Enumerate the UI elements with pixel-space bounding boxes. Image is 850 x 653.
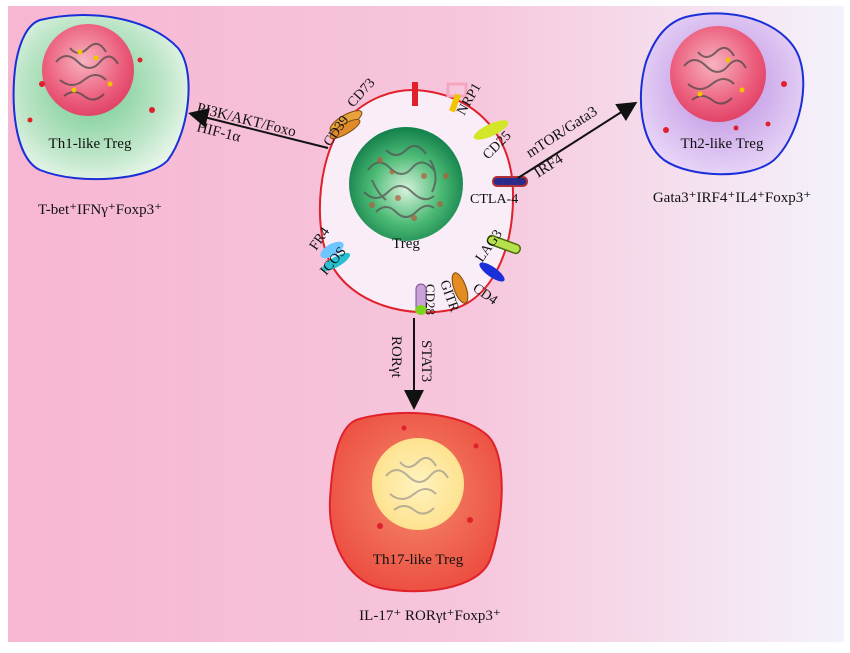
treg-nucleus [349, 127, 463, 241]
arrow-to-th2 [517, 101, 638, 179]
th17-nucleus [372, 438, 464, 530]
ctla4-label: CTLA-4 [470, 192, 518, 207]
th1-nucleus [42, 24, 134, 116]
th2-cell-label: Th2-like Treg [681, 136, 764, 152]
th17-cell-label: Th17-like Treg [373, 552, 464, 568]
th2-nucleus [670, 26, 766, 122]
th2-like-treg-cell: Th2-like Treg [639, 12, 805, 176]
cd4-receptor-icon [479, 262, 505, 282]
th1-phenotype: T-bet⁺IFNγ⁺Foxp3⁺ [38, 202, 162, 218]
pathway-th17-line1: STAT3 [418, 340, 434, 382]
th17-phenotype: IL-17⁺ RORγt⁺Foxp3⁺ [359, 608, 501, 624]
tcr-receptor-icon [412, 82, 418, 106]
th17-like-treg-cell: Th17-like Treg [328, 411, 503, 593]
lag3-receptor-icon [486, 234, 521, 255]
th1-like-treg-cell: Th1-like Treg [12, 14, 190, 181]
gitr-receptor-icon [451, 272, 469, 304]
pathway-th17-line2: RORγt [388, 336, 404, 378]
nrp1-receptor-icon [446, 82, 468, 113]
icos-receptor-icon [321, 252, 351, 272]
cd25-receptor-icon [473, 120, 509, 140]
chromatin-texture [363, 144, 437, 218]
th2-phenotype: Gata3⁺IRF4⁺IL4⁺Foxp3⁺ [653, 190, 811, 206]
treg-label: Treg [392, 236, 420, 252]
cd39-receptor-icon [329, 118, 361, 140]
ctla4-receptor-icon [492, 176, 528, 187]
cd28-label: CD28 [423, 284, 438, 315]
arrow-to-th1 [188, 108, 329, 149]
th1-cell-label: Th1-like Treg [49, 136, 132, 152]
fr4-receptor-icon [320, 241, 344, 259]
